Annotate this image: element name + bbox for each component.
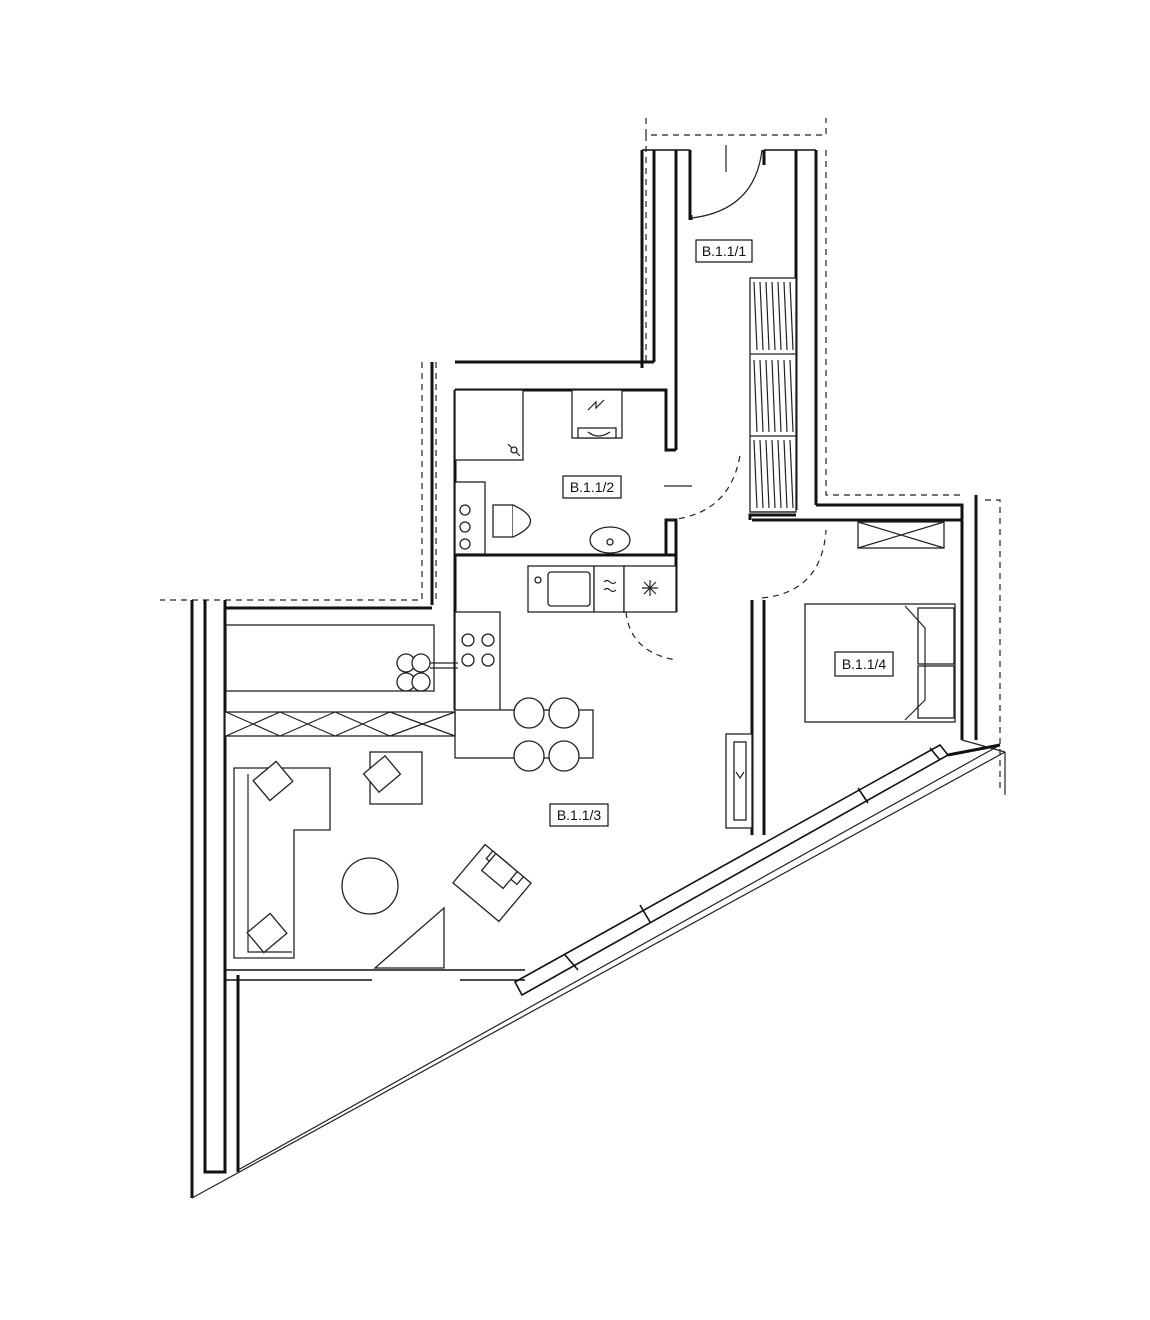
corridor-wardrobe [749,277,797,513]
kitchen [454,565,677,772]
svg-text:B.1.1/2: B.1.1/2 [570,479,615,495]
svg-text:B.1.1/4: B.1.1/4 [842,656,887,672]
living-room [224,624,532,969]
doors [625,145,827,661]
room-label-b114: B.1.1/4 [834,651,894,677]
svg-text:B.1.1/3: B.1.1/3 [557,807,602,823]
room-label-b112: B.1.1/2 [562,475,622,499]
asterisk-icon [642,580,658,596]
lightning-icon [587,399,605,411]
room-label-b113: B.1.1/3 [549,803,609,827]
bathroom-fixtures [454,389,692,555]
room-label-b111: B.1.1/1 [695,239,753,263]
wave-icon [603,579,617,593]
heating-pipes [396,653,458,692]
svg-text:B.1.1/1: B.1.1/1 [702,243,747,259]
